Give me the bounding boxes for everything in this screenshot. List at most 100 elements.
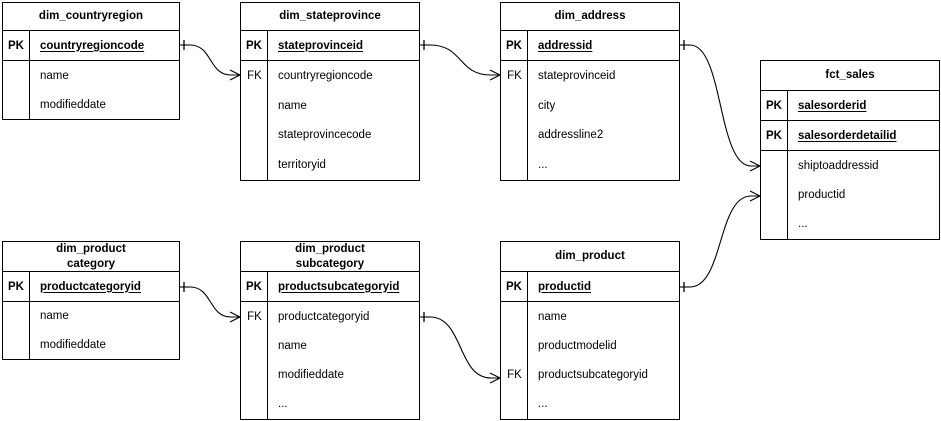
foreign-key-tag: FK — [507, 69, 522, 82]
entity-title: dim_product — [501, 242, 679, 272]
attribute-name: city — [538, 99, 556, 112]
key-tag: PK — [761, 91, 788, 120]
key-tag: PK — [3, 272, 30, 301]
relationship-line — [189, 44, 232, 76]
entity-title-line: dim_product — [295, 242, 365, 255]
cardinality-many-marker — [489, 372, 501, 384]
key-row[interactable]: PK salesorderid — [761, 91, 939, 121]
attribute-block: FK countryregioncode name stateprovincecode… — [241, 61, 419, 180]
attribute-key-column: FK — [501, 61, 528, 180]
attribute-key-column: FK — [501, 302, 528, 419]
attribute-name: ... — [538, 159, 548, 172]
attribute-name: shiptoaddressid — [798, 159, 879, 172]
attribute-key-column — [3, 61, 30, 119]
attribute-key-column: FK — [241, 302, 268, 419]
relationship-rel-countryregion-stateprovince[interactable] — [180, 40, 241, 81]
attribute-name: modifieddate — [40, 98, 106, 111]
key-row[interactable]: PK productcategoryid — [3, 272, 179, 302]
entity-title: fct_sales — [761, 61, 939, 91]
relationship-line — [689, 44, 752, 167]
key-field-name: productsubcategoryid — [278, 280, 400, 293]
attribute-name: name — [538, 310, 567, 323]
attribute-name: name — [40, 69, 69, 82]
relationship-rel-stateprovince-address[interactable] — [420, 40, 501, 81]
attribute-name: productcategoryid — [278, 310, 370, 323]
attribute-block: FK stateprovinceid city addressline2... — [501, 61, 679, 180]
key-row[interactable]: PK productsubcategoryid — [241, 272, 419, 302]
entity-title-line: dim_product — [56, 242, 126, 255]
cardinality-many-marker — [229, 69, 241, 81]
attribute-name: name — [278, 99, 307, 112]
attribute-key-column — [761, 151, 788, 239]
entity-title: dim_address — [501, 3, 679, 31]
key-tag: PK — [501, 272, 528, 301]
attribute-name: stateprovinceid — [538, 69, 616, 82]
attribute-name: productsubcategoryid — [538, 369, 648, 382]
entity-title-line: dim_address — [554, 10, 626, 22]
attribute-name: ... — [278, 398, 288, 411]
relationship-line — [429, 44, 492, 76]
entity-title: dim_product subcategory — [241, 242, 419, 272]
attribute-name: modifieddate — [40, 338, 106, 351]
entity-title-line: fct_sales — [825, 69, 875, 81]
relationship-rel-productcategory-productsubcategory[interactable] — [180, 282, 241, 323]
key-row[interactable]: PK salesorderdetailid — [761, 121, 939, 151]
attribute-field-column: name productmodelid productsubcategoryid..… — [528, 302, 679, 419]
attribute-field-column: name modifieddate — [30, 61, 179, 119]
attribute-name: addressline2 — [538, 129, 604, 142]
entity-title-line: subcategory — [295, 257, 365, 270]
attribute-name: modifieddate — [278, 369, 344, 382]
key-tag: PK — [3, 31, 30, 60]
key-field-name: salesorderid — [798, 99, 867, 112]
attribute-name: ... — [798, 218, 808, 231]
attribute-block: FK name productmodelid productsubcategoryid… — [501, 302, 679, 419]
relationship-rel-address-sales[interactable] — [680, 40, 761, 172]
attribute-name: ... — [538, 398, 548, 411]
attribute-name: name — [40, 310, 69, 323]
attribute-field-column: stateprovinceid city addressline2... — [528, 61, 679, 180]
key-tag: PK — [761, 121, 788, 150]
relationship-rel-product-sales[interactable] — [680, 190, 761, 292]
attribute-block: FK productcategoryid name modifieddate... — [241, 302, 419, 419]
cardinality-many-marker — [229, 311, 241, 323]
cardinality-many-marker — [749, 160, 761, 172]
cardinality-many-marker — [749, 190, 761, 202]
key-field-name: stateprovinceid — [278, 39, 363, 52]
attribute-name: productmodelid — [538, 339, 617, 352]
relationship-rel-productsubcategory-product[interactable] — [420, 312, 501, 384]
entity-title: dim_countryregion — [3, 3, 179, 31]
entity-title-line: dim_product — [555, 250, 625, 262]
attribute-name: productid — [798, 189, 846, 201]
attribute-field-column: countryregioncode name stateprovincecode te… — [268, 61, 419, 180]
attribute-name: countryregioncode — [278, 69, 373, 82]
relationship-line — [189, 286, 232, 318]
attribute-name: name — [278, 339, 307, 352]
entity-title-line: dim_stateprovince — [279, 10, 381, 22]
relationship-line — [689, 195, 752, 288]
key-field-name: productcategoryid — [40, 280, 141, 293]
attribute-name: territoryid — [278, 159, 326, 172]
key-tag: PK — [501, 31, 528, 60]
attribute-field-column: shiptoaddressid productid... — [788, 151, 939, 239]
key-tag: PK — [241, 272, 268, 301]
attribute-key-column: FK — [241, 61, 268, 180]
entity-title: dim_stateprovince — [241, 3, 419, 31]
attribute-block: name modifieddate — [3, 302, 179, 359]
attribute-name: stateprovincecode — [278, 129, 372, 142]
key-field-name: salesorderdetailid — [798, 129, 897, 142]
attribute-block: name modifieddate — [3, 61, 179, 119]
foreign-key-tag: FK — [247, 310, 262, 323]
